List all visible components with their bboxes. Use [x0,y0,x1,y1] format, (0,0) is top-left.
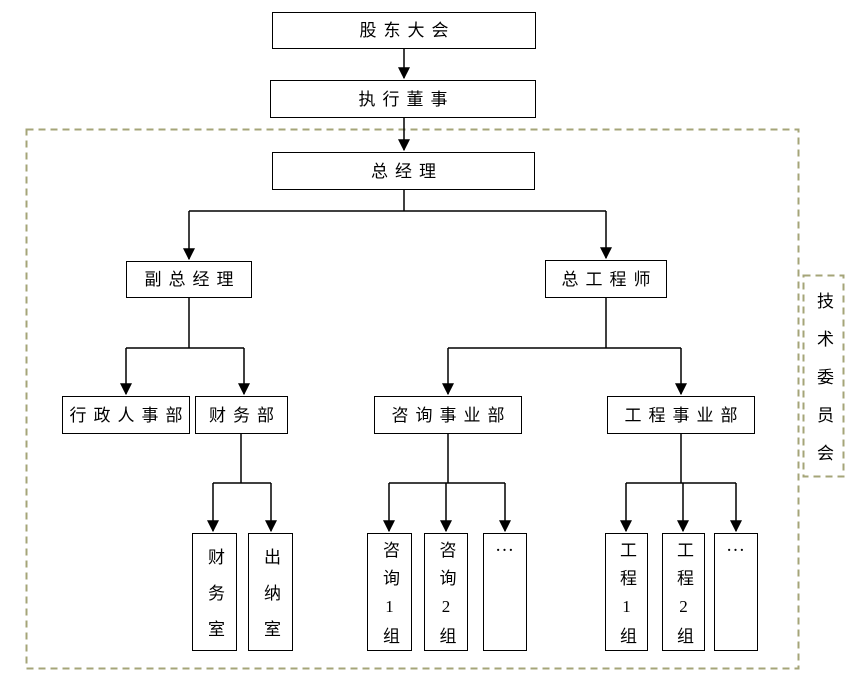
node-label: 工程事业部 [624,405,745,425]
node-label: 总经理 [371,161,443,181]
node-label: 工程1组 [617,540,636,655]
node-label: 咨询1组 [380,540,399,655]
node-chief-engineer: 总工程师 [545,260,667,298]
node-finance-dept: 财务部 [195,396,288,434]
node-consulting-more: … [483,533,527,651]
node-label: 咨询事业部 [391,405,512,425]
node-executive-director: 执行董事 [270,80,536,118]
node-engineering-group-2: 工程2组 [662,533,705,655]
node-consulting-group-1: 咨询1组 [367,533,412,655]
node-label: 工程2组 [674,540,693,655]
node-label: 总工程师 [561,269,658,289]
node-label: 出纳室 [261,547,280,656]
node-consulting-division: 咨询事业部 [374,396,522,434]
node-engineering-division: 工程事业部 [607,396,755,434]
node-label: 财务室 [205,547,224,656]
company-boundary-dashed-border [25,128,800,670]
node-technical-committee: 技术委员会 [803,275,844,482]
node-label: 咨询2组 [436,540,456,655]
node-deputy-general-manager: 副总经理 [126,261,252,298]
node-label: 股东大会 [359,21,456,40]
node-label: 执行董事 [358,89,455,109]
node-consulting-group-2: 咨询2组 [424,533,468,655]
node-engineering-more: … [714,533,758,651]
node-finance-office: 财务室 [192,533,237,656]
ellipsis-label: … [726,535,746,556]
node-engineering-group-1: 工程1组 [605,533,648,655]
node-label: 副总经理 [144,270,241,289]
node-cashier-office: 出纳室 [248,533,293,656]
ellipsis-label: … [495,535,515,556]
node-general-manager: 总经理 [272,152,535,190]
connectors [120,49,742,533]
node-admin-hr-dept: 行政人事部 [62,396,190,434]
node-label: 财务部 [209,405,281,425]
node-shareholders-meeting: 股东大会 [272,12,536,49]
node-label: 行政人事部 [69,405,190,425]
node-label: 技术委员会 [814,291,833,482]
